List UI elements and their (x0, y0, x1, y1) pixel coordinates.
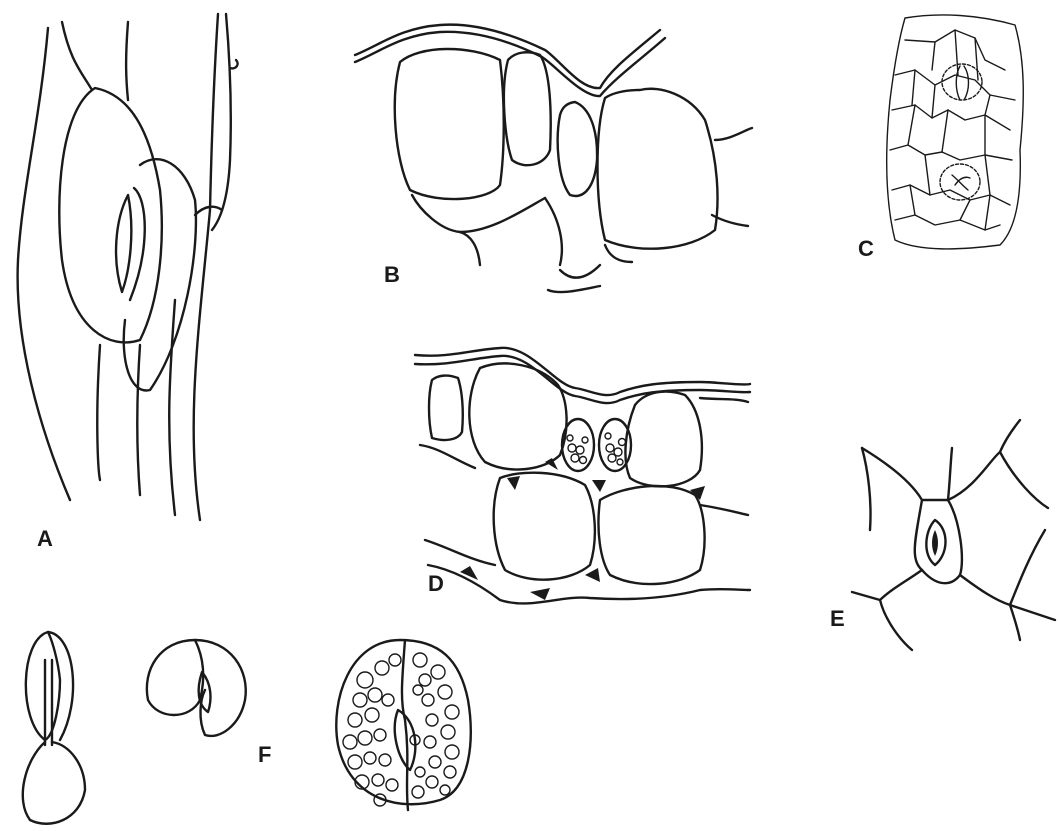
panel-d-label: D (428, 573, 444, 595)
panel-a-drawing (18, 14, 238, 520)
panel-c-drawing (887, 15, 1024, 249)
panel-f-drawing (23, 632, 471, 824)
panel-f-label: F (258, 744, 271, 766)
panel-c-label: C (858, 238, 874, 260)
panel-a-label: A (37, 528, 53, 550)
panel-b-label: B (384, 264, 400, 286)
panel-e-drawing (852, 420, 1055, 650)
panel-e-label: E (830, 608, 845, 630)
panel-b-drawing (355, 25, 752, 292)
panel-d-drawing (415, 348, 750, 604)
